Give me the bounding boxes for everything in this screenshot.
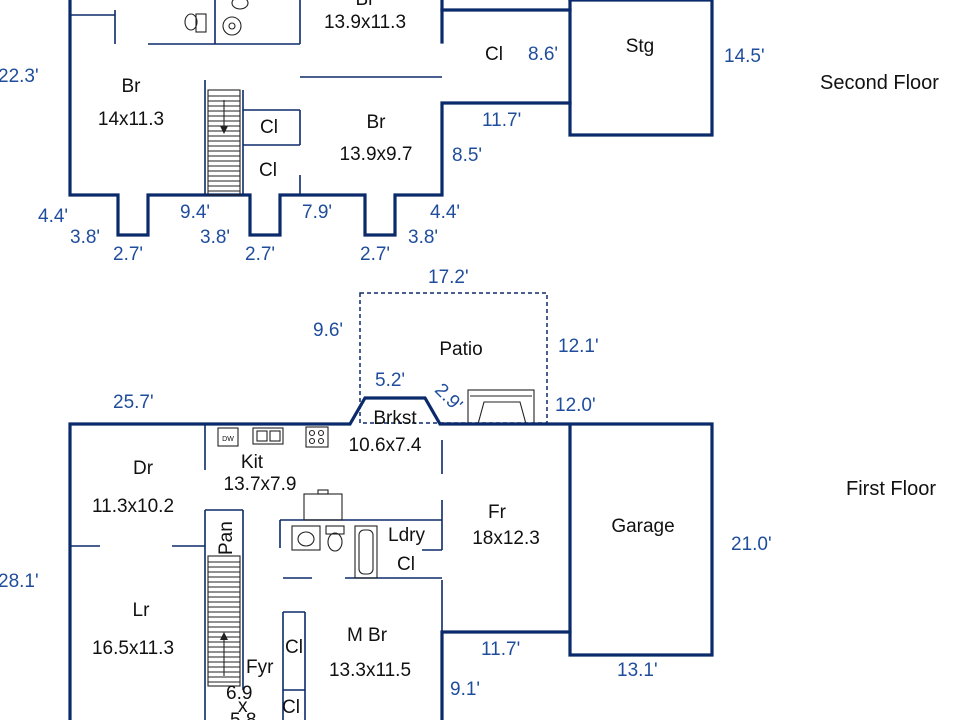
dim-bay: 2.7'	[360, 244, 390, 265]
dim-patio-left: 9.6'	[313, 320, 343, 341]
dim-bay: 4.4'	[430, 202, 460, 223]
second-floor: Br 13.9x11.3 Br 14x11.3 Br 13.9x9.7 Cl C…	[0, 0, 939, 265]
room-size-br-mid: 13.9x9.7	[340, 144, 413, 165]
kitchen-sink-icon	[252, 427, 284, 445]
room-size-br-left: 14x11.3	[98, 109, 164, 130]
dim-bay-b: 2.9'	[430, 380, 466, 416]
dim-right-offset: 11.7'	[482, 110, 521, 131]
dim-garage-bottom: 13.1'	[617, 660, 658, 681]
dim-bay: 7.9'	[302, 202, 332, 223]
closet-label: Cl	[282, 697, 300, 718]
dim-closet-width: 8.6'	[528, 44, 558, 65]
second-floor-label: Second Floor	[820, 72, 939, 94]
patio-label: Patio	[439, 339, 482, 360]
sink-icon	[222, 0, 249, 36]
storage-label: Stg	[626, 36, 655, 57]
foyer-size: x	[238, 696, 248, 717]
room-size-brkst: 10.6x7.4	[349, 435, 422, 456]
first-floor-outer-wall	[68, 396, 714, 720]
second-floor-outer-wall	[68, 0, 572, 237]
dim-bottom-right: 9.1'	[450, 679, 480, 700]
stove-icon	[305, 426, 329, 448]
fireplace-icon	[467, 389, 535, 425]
foyer-size: 6.9	[226, 683, 252, 704]
dim-bay: 3.8'	[408, 227, 438, 248]
stairs-second-floor	[207, 89, 241, 196]
room-name-br-top: Br	[356, 0, 376, 10]
closet-label: Cl	[397, 554, 415, 575]
storage-wall	[568, 0, 714, 137]
room-size-lr: 16.5x11.3	[92, 638, 174, 659]
room-size-dr: 11.3x10.2	[92, 496, 174, 517]
foyer-size: 5.8	[230, 710, 256, 720]
closet-label: Cl	[259, 160, 277, 181]
room-name-lr: Lr	[133, 600, 151, 621]
dim-top-width: 25.7'	[113, 392, 154, 413]
room-name-br-left: Br	[122, 76, 142, 97]
toilet-icon	[184, 13, 207, 33]
room-size-br-top: 13.9x11.3	[324, 12, 406, 33]
closet-label: Cl	[485, 44, 503, 65]
room-size-mbr: 13.3x11.5	[329, 660, 411, 681]
dim-bay: 9.4'	[180, 202, 210, 223]
patio-outline	[359, 292, 548, 424]
dim-bay: 4.4'	[38, 206, 68, 227]
first-floor-label: First Floor	[846, 478, 936, 500]
closet-label: Cl	[285, 637, 303, 658]
dishwasher-icon: DW	[217, 427, 239, 447]
room-name-br-mid: Br	[367, 112, 387, 133]
room-name-kit: Kit	[241, 452, 264, 473]
vanity-icon	[291, 525, 321, 551]
washer-icon	[303, 489, 343, 521]
dim-fr-bottom: 11.7'	[481, 639, 520, 660]
dishwasher-label: DW	[222, 436, 234, 443]
room-size-kit: 13.7x7.9	[224, 474, 297, 495]
dim-patio-width: 17.2'	[428, 267, 469, 288]
first-floor: Patio 17.2' 9.6' 12.1' 5.2' 2.9'	[0, 267, 936, 720]
dim-storage-height: 14.5'	[724, 46, 765, 67]
toilet-icon	[325, 525, 345, 552]
dim-left-height: 28.1'	[0, 571, 39, 592]
dim-left-height: 22.3'	[0, 66, 39, 87]
bathtub-icon	[354, 525, 378, 579]
room-size-fr: 18x12.3	[472, 528, 540, 549]
room-name-mbr: M Br	[347, 625, 388, 646]
laundry-label: Ldry	[388, 525, 425, 546]
dim-bay: 3.8'	[70, 227, 100, 248]
room-name-brkst: Brkst	[373, 408, 417, 429]
dim-bay: 2.7'	[245, 244, 275, 265]
dim-bay: 2.7'	[113, 244, 143, 265]
closet-label: Cl	[260, 117, 278, 138]
dim-garage-top: 12.0'	[555, 395, 596, 416]
pantry-label: Pan	[216, 521, 237, 555]
garage-label: Garage	[611, 516, 674, 537]
dim-bay-a: 5.2'	[375, 370, 405, 391]
dim-garage-height: 21.0'	[731, 534, 772, 555]
stairs-first-floor	[207, 555, 241, 687]
room-name-dr: Dr	[133, 458, 154, 479]
room-name-fr: Fr	[488, 502, 507, 523]
dim-bay: 3.8'	[200, 227, 230, 248]
foyer-label: Fyr	[246, 657, 274, 678]
dim-patio-right: 12.1'	[558, 336, 599, 357]
dim-right-step: 8.5'	[452, 145, 482, 166]
